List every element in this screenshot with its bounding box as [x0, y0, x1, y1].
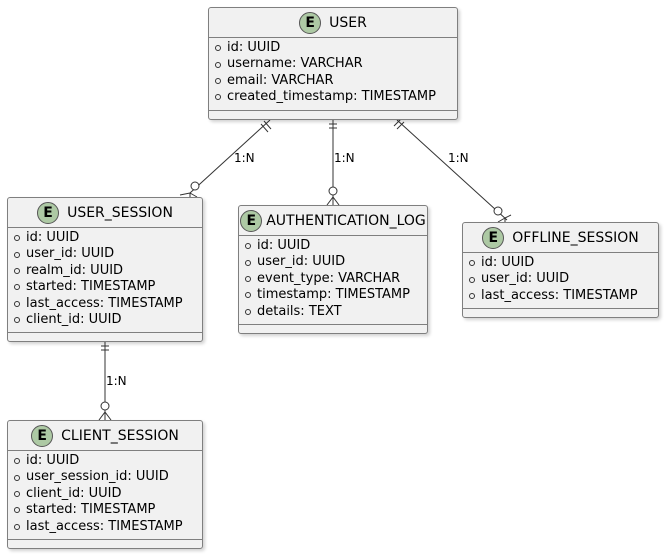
entity-badge-icon: E — [299, 11, 322, 34]
entity-field: user_id: UUID — [245, 254, 427, 270]
entity-field: id: UUID — [14, 453, 202, 469]
rel-label-user-user-session: 1:N — [234, 151, 255, 165]
rel-user-user-session — [179, 119, 272, 198]
public-field-icon — [469, 260, 475, 267]
public-field-icon — [14, 284, 20, 291]
entity-name: USER — [329, 14, 367, 31]
entity-badge-icon: E — [31, 424, 54, 447]
rel-user-authentication-log — [326, 120, 340, 206]
public-field-icon — [14, 235, 20, 242]
public-field-icon — [469, 293, 475, 300]
public-field-icon — [245, 276, 251, 283]
public-field-icon — [245, 308, 251, 315]
entity-header: E OFFLINE_SESSION — [463, 223, 658, 253]
entity-field: last_access: TIMESTAMP — [469, 288, 658, 304]
entity-client-session[interactable]: E CLIENT_SESSION id: UUID user_session_i… — [7, 420, 203, 550]
public-field-icon — [14, 268, 20, 275]
public-field-icon — [14, 491, 20, 498]
entity-header: E CLIENT_SESSION — [8, 421, 202, 451]
entity-name: USER_SESSION — [67, 204, 173, 221]
entity-badge-icon: E — [482, 226, 505, 249]
public-field-icon — [14, 317, 20, 324]
entity-field: id: UUID — [14, 230, 202, 246]
entity-field: user_id: UUID — [469, 271, 658, 287]
entity-field: client_id: UUID — [14, 312, 202, 328]
entity-name: AUTHENTICATION_LOG — [266, 212, 426, 229]
entity-field: event_type: VARCHAR — [245, 271, 427, 287]
entity-header: E AUTHENTICATION_LOG — [239, 206, 427, 236]
public-field-icon — [469, 276, 475, 283]
public-field-icon — [215, 45, 221, 52]
public-field-icon — [14, 523, 20, 530]
rel-user-session-client-session — [98, 342, 112, 421]
entity-field: id: UUID — [245, 238, 427, 254]
entity-methods — [209, 111, 457, 119]
public-field-icon — [245, 292, 251, 299]
public-field-icon — [215, 61, 221, 68]
public-field-icon — [14, 474, 20, 481]
entity-name: CLIENT_SESSION — [61, 427, 179, 444]
entity-header: E USER — [209, 8, 457, 38]
entity-field: timestamp: TIMESTAMP — [245, 287, 427, 303]
entity-fields: id: UUID user_id: UUID last_access: TIME… — [463, 253, 658, 310]
rel-label-user-offline-session: 1:N — [448, 151, 469, 165]
entity-methods — [8, 333, 202, 341]
entity-fields: id: UUID username: VARCHAR email: VARCHA… — [209, 38, 457, 111]
entity-authentication-log[interactable]: E AUTHENTICATION_LOG id: UUID user_id: U… — [238, 205, 428, 335]
entity-header: E USER_SESSION — [8, 198, 202, 228]
entity-field: user_id: UUID — [14, 246, 202, 262]
entity-offline-session[interactable]: E OFFLINE_SESSION id: UUID user_id: UUID… — [462, 222, 659, 319]
entity-methods — [8, 540, 202, 548]
public-field-icon — [215, 94, 221, 101]
entity-field: last_access: TIMESTAMP — [14, 519, 202, 535]
public-field-icon — [245, 243, 251, 250]
entity-methods — [463, 309, 658, 317]
entity-field: client_id: UUID — [14, 486, 202, 502]
entity-methods — [239, 325, 427, 333]
entity-field: username: VARCHAR — [215, 56, 457, 72]
rel-label-user-session-client-session: 1:N — [106, 374, 127, 388]
public-field-icon — [14, 458, 20, 465]
entity-user[interactable]: E USER id: UUID username: VARCHAR email:… — [208, 7, 458, 120]
entity-user-session[interactable]: E USER_SESSION id: UUID user_id: UUID re… — [7, 197, 203, 343]
entity-field: started: TIMESTAMP — [14, 279, 202, 295]
public-field-icon — [14, 251, 20, 258]
entity-name: OFFLINE_SESSION — [512, 229, 639, 246]
entity-badge-icon: E — [37, 201, 60, 224]
entity-fields: id: UUID user_id: UUID event_type: VARCH… — [239, 236, 427, 326]
entity-fields: id: UUID user_id: UUID realm_id: UUID st… — [8, 228, 202, 334]
public-field-icon — [14, 300, 20, 307]
entity-badge-icon: E — [240, 209, 263, 232]
entity-field: user_session_id: UUID — [14, 469, 202, 485]
rel-user-offline-session — [393, 118, 512, 223]
entity-fields: id: UUID user_session_id: UUID client_id… — [8, 451, 202, 541]
entity-field: email: VARCHAR — [215, 73, 457, 89]
rel-label-user-authentication-log: 1:N — [334, 151, 355, 165]
entity-field: details: TEXT — [245, 304, 427, 320]
entity-field: started: TIMESTAMP — [14, 502, 202, 518]
entity-field: id: UUID — [469, 255, 658, 271]
public-field-icon — [245, 259, 251, 266]
entity-field: id: UUID — [215, 40, 457, 56]
entity-field: created_timestamp: TIMESTAMP — [215, 89, 457, 105]
public-field-icon — [14, 507, 20, 514]
entity-field: realm_id: UUID — [14, 263, 202, 279]
public-field-icon — [215, 78, 221, 85]
entity-field: last_access: TIMESTAMP — [14, 296, 202, 312]
